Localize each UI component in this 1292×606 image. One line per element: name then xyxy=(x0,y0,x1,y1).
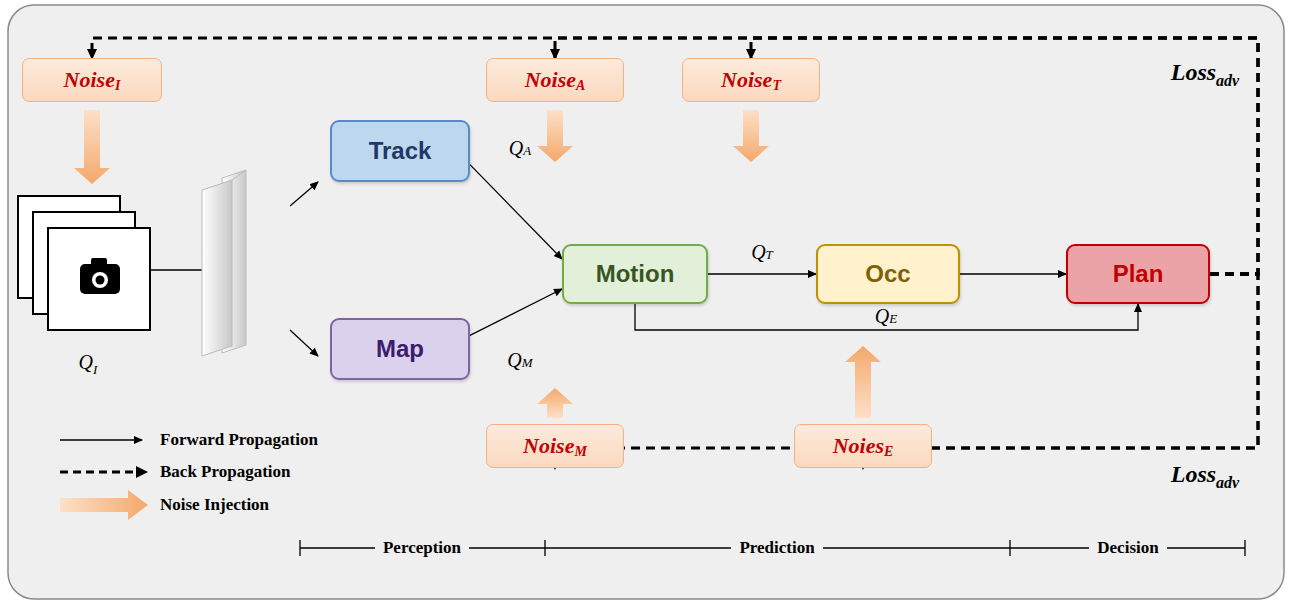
subscript: I xyxy=(93,362,97,377)
stage-label: Decision xyxy=(1097,538,1158,557)
module-box: Track xyxy=(330,120,470,182)
camera-images xyxy=(18,196,150,330)
node-label: Noise xyxy=(721,67,772,93)
noise-box: NoiseM xyxy=(486,424,624,468)
image-label: Q xyxy=(79,351,93,373)
legend-back-head xyxy=(136,466,148,478)
stage-label: Prediction xyxy=(731,538,822,558)
forward-arrow xyxy=(470,289,562,335)
backbone-arrow xyxy=(290,330,318,356)
module-box: Map xyxy=(330,318,470,380)
edge-label: QT xyxy=(749,241,775,264)
noise-injection-arrow xyxy=(74,110,881,418)
node-label: Plan xyxy=(1113,260,1164,288)
backprop-arrow xyxy=(751,38,1258,274)
loss-label: Lossadv xyxy=(1171,461,1239,488)
loss-label: Lossadv xyxy=(1171,59,1239,86)
module-box: Plan xyxy=(1066,244,1210,304)
node-label: Noise xyxy=(64,67,115,93)
background-panel xyxy=(8,5,1284,599)
legend-label: Back Propagation xyxy=(160,462,291,482)
loss-label: Loss xyxy=(1171,461,1216,487)
legend-label: Forward Propagation xyxy=(160,430,318,450)
subscript: adv xyxy=(1216,72,1239,89)
edge-label: QM xyxy=(505,349,534,372)
forward-arrow xyxy=(470,165,562,259)
subscript: adv xyxy=(1216,474,1239,491)
image-link xyxy=(150,269,204,271)
backbone-arrow xyxy=(290,182,318,206)
forward-arrow xyxy=(960,273,1066,274)
stage-label: Perception xyxy=(375,538,469,558)
subscript: T xyxy=(772,78,781,94)
node-label: Noise xyxy=(523,433,574,459)
stage-label: Prediction xyxy=(739,538,814,557)
edge-label: QE xyxy=(873,305,899,328)
edge-label: QA xyxy=(507,137,533,160)
forward-arrow xyxy=(708,273,816,274)
forward-arrow xyxy=(635,304,1138,330)
stage-label: Decision xyxy=(1089,538,1166,558)
legend-label: Noise Injection xyxy=(160,495,269,515)
subscript: M xyxy=(574,444,586,460)
module-box: Motion xyxy=(562,244,708,304)
node-label: Noise xyxy=(525,67,576,93)
node-label: Track xyxy=(369,137,432,165)
legend-back-sample xyxy=(60,471,138,474)
legend-forward-sample xyxy=(60,439,142,440)
noise-box: NoiesE xyxy=(794,424,932,468)
legend-injection-sample xyxy=(60,490,148,520)
stage-label: Perception xyxy=(383,538,461,557)
node-label: Motion xyxy=(596,260,675,288)
noise-box: NoiseA xyxy=(486,58,624,102)
node-label: Map xyxy=(376,335,424,363)
loss-label: Loss xyxy=(1171,59,1216,85)
backprop-arrow xyxy=(92,38,1258,274)
subscript: I xyxy=(115,78,120,94)
node-label: Noies xyxy=(833,433,884,459)
backprop-arrow xyxy=(555,38,1258,274)
module-box: Occ xyxy=(816,244,960,304)
subscript: E xyxy=(884,444,893,460)
subscript: A xyxy=(576,78,585,94)
noise-box: NoiseI xyxy=(22,58,162,102)
backbone xyxy=(202,170,246,356)
image-label: QI xyxy=(79,351,98,374)
node-label: Occ xyxy=(865,260,910,288)
noise-box: NoiseT xyxy=(682,58,820,102)
